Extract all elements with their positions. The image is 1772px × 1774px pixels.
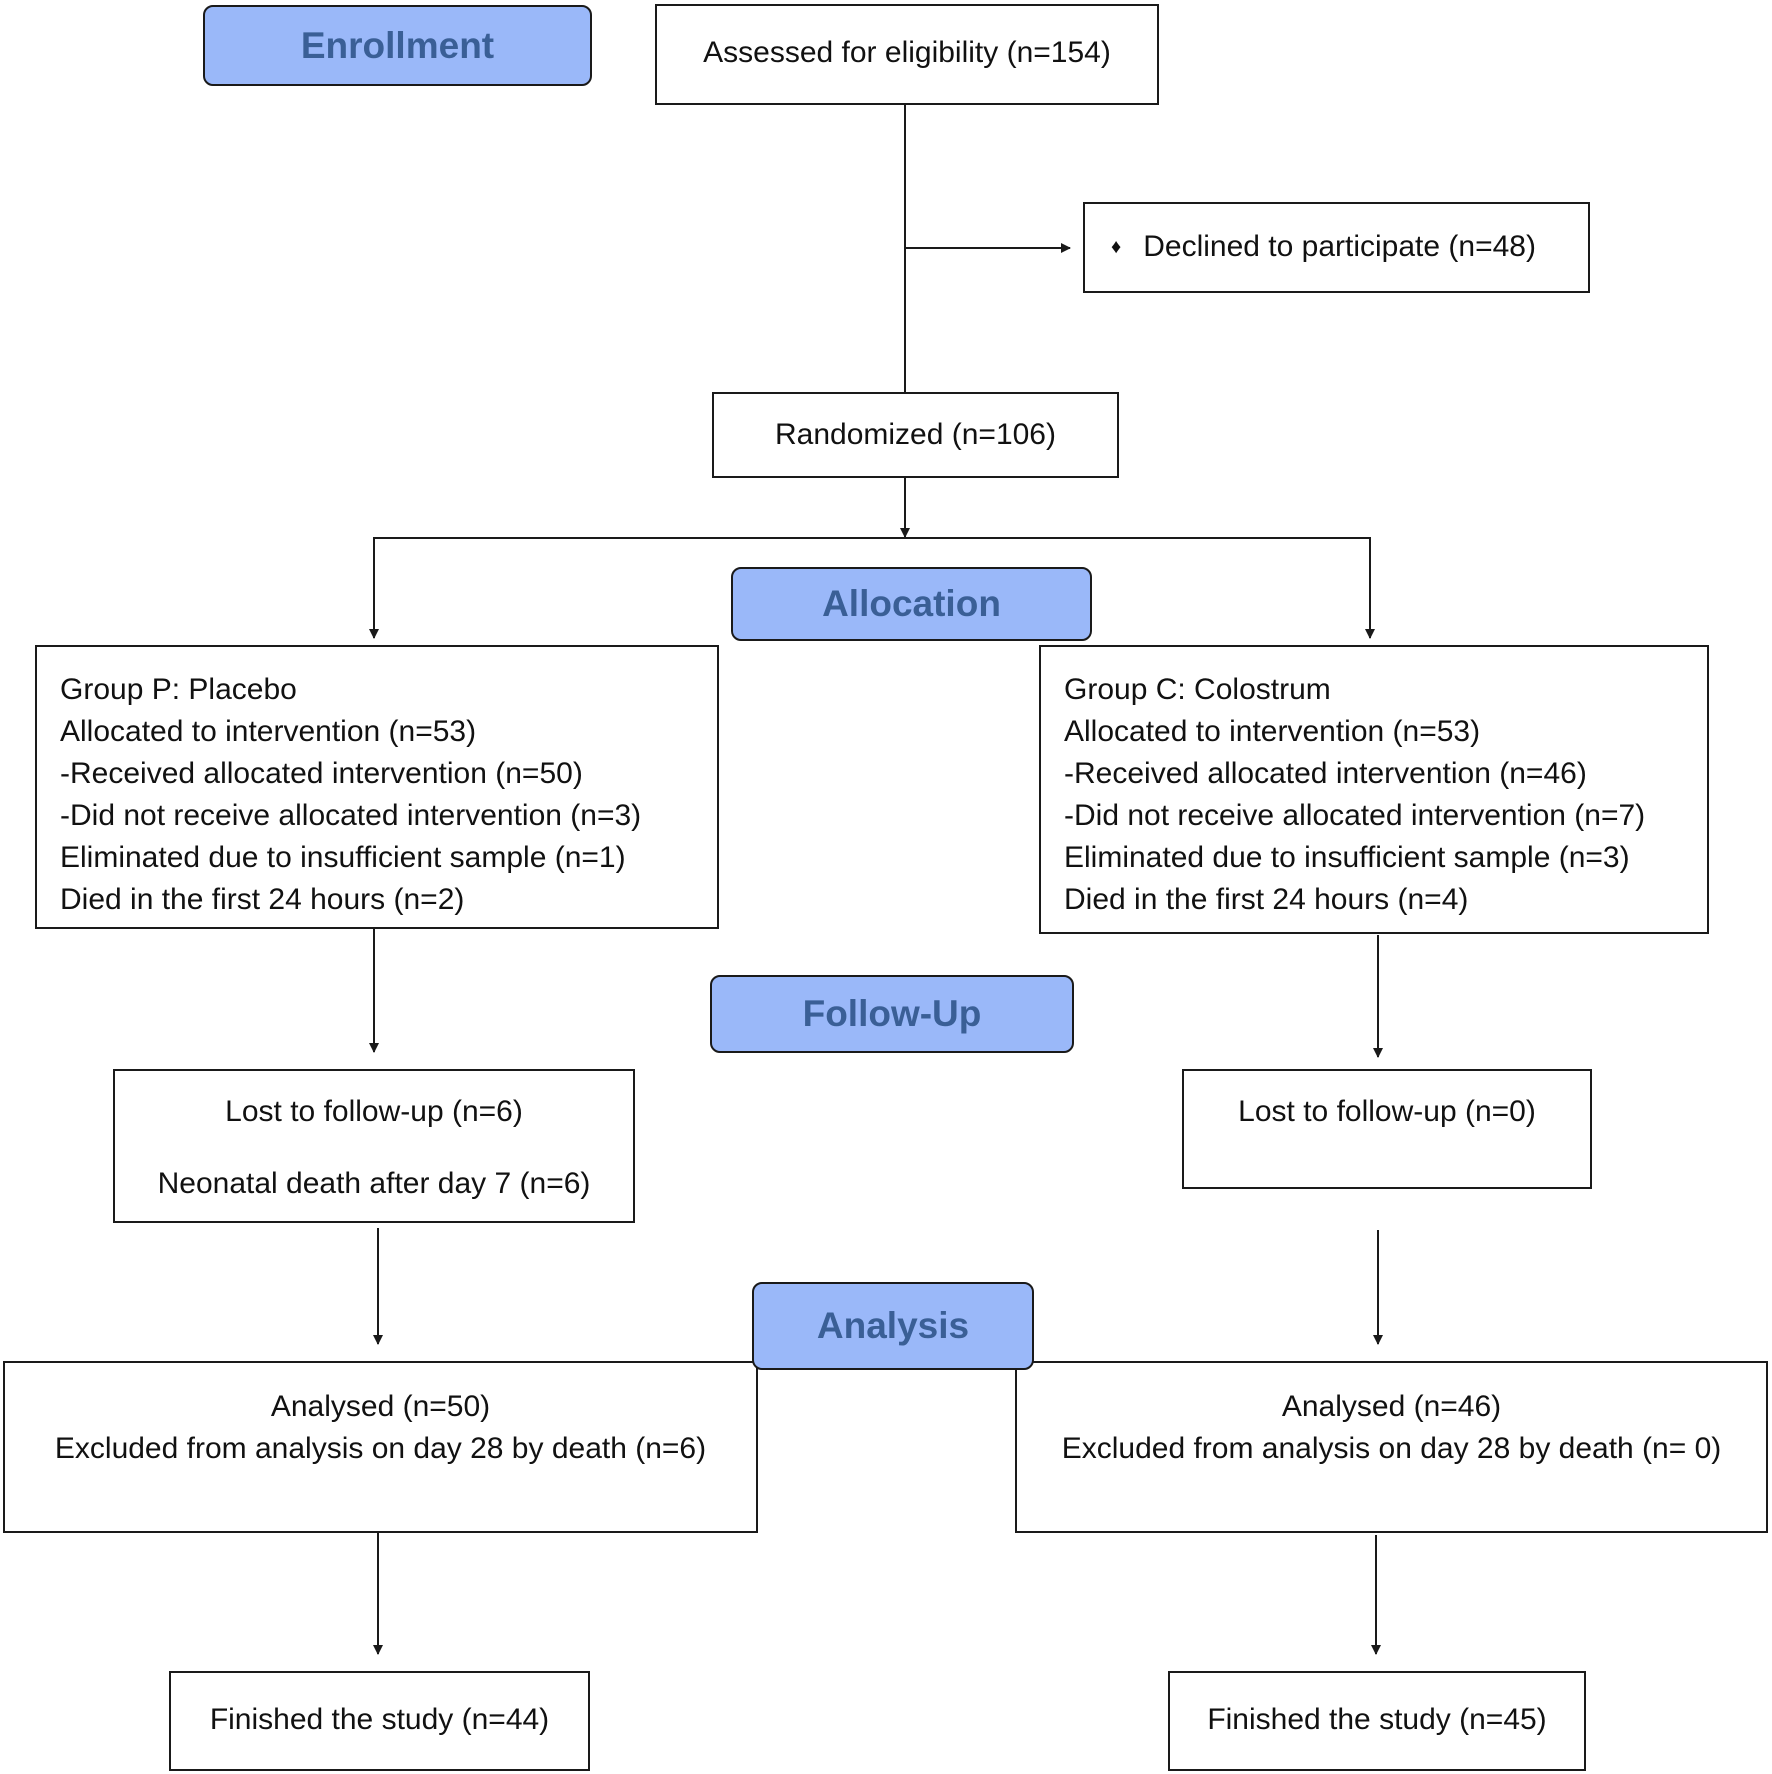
group-p-analysis-line: Analysed (n=50): [270, 1390, 491, 1423]
group-p-line: -Did not receive allocated intervention …: [60, 799, 642, 832]
group-p-followup-line: Lost to follow-up (n=6): [225, 1095, 523, 1128]
declined-text: Declined to participate (n=48): [1143, 230, 1536, 263]
group-c-analysis-line: Analysed (n=46): [1281, 1390, 1502, 1423]
group-c-line: -Did not receive allocated intervention …: [1064, 799, 1646, 832]
split-branch-line: [373, 537, 1371, 638]
group-c-line: -Received allocated intervention (n=46): [1064, 757, 1587, 790]
diamond-bullet-icon: ♦: [1111, 236, 1122, 258]
group-c-line: Died in the first 24 hours (n=4): [1064, 883, 1469, 916]
randomized-box: Randomized (n=106): [712, 392, 1119, 478]
group-c-finished-box: Finished the study (n=45): [1168, 1671, 1586, 1771]
group-c-followup-box: Lost to follow-up (n=0): [1182, 1069, 1592, 1189]
group-p-analysis-line: Excluded from analysis on day 28 by deat…: [54, 1432, 707, 1465]
group-p-finished-text: Finished the study (n=44): [209, 1703, 550, 1736]
group-c-line: Allocated to intervention (n=53): [1064, 715, 1481, 748]
group-c-line: Eliminated due to insufficient sample (n…: [1064, 841, 1630, 874]
phase-label-analysis: Analysis: [752, 1282, 1034, 1370]
assessed-box: Assessed for eligibility (n=154): [655, 4, 1159, 105]
group-p-line: Group P: Placebo: [60, 673, 297, 706]
group-p-line: Eliminated due to insufficient sample (n…: [60, 841, 626, 874]
group-p-followup-line: Neonatal death after day 7 (n=6): [157, 1167, 591, 1200]
group-c-finished-text: Finished the study (n=45): [1207, 1703, 1547, 1736]
declined-box: ♦ Declined to participate (n=48): [1083, 202, 1590, 293]
group-p-line: Died in the first 24 hours (n=2): [60, 883, 465, 916]
group-c-line: Group C: Colostrum: [1064, 673, 1331, 706]
assessed-text: Assessed for eligibility (n=154): [703, 36, 1111, 69]
phase-label-enrollment: Enrollment: [203, 5, 592, 86]
phase-label-allocation: Allocation: [731, 567, 1092, 641]
group-p-allocation-box: Group P: Placebo Allocated to interventi…: [35, 645, 719, 929]
group-c-analysis-line: Excluded from analysis on day 28 by deat…: [1061, 1432, 1722, 1465]
group-p-followup-box: Lost to follow-up (n=6) Neonatal death a…: [113, 1069, 635, 1223]
group-c-followup-line: Lost to follow-up (n=0): [1238, 1095, 1536, 1128]
group-p-line: -Received allocated intervention (n=50): [60, 757, 583, 790]
phase-label-followup: Follow-Up: [710, 975, 1074, 1053]
group-p-line: Allocated to intervention (n=53): [60, 715, 477, 748]
group-c-analysis-box: Analysed (n=46) Excluded from analysis o…: [1015, 1361, 1768, 1533]
group-p-analysis-box: Analysed (n=50) Excluded from analysis o…: [3, 1361, 758, 1533]
randomized-text: Randomized (n=106): [774, 418, 1056, 451]
group-c-allocation-box: Group C: Colostrum Allocated to interven…: [1039, 645, 1709, 934]
group-p-finished-box: Finished the study (n=44): [169, 1671, 590, 1771]
